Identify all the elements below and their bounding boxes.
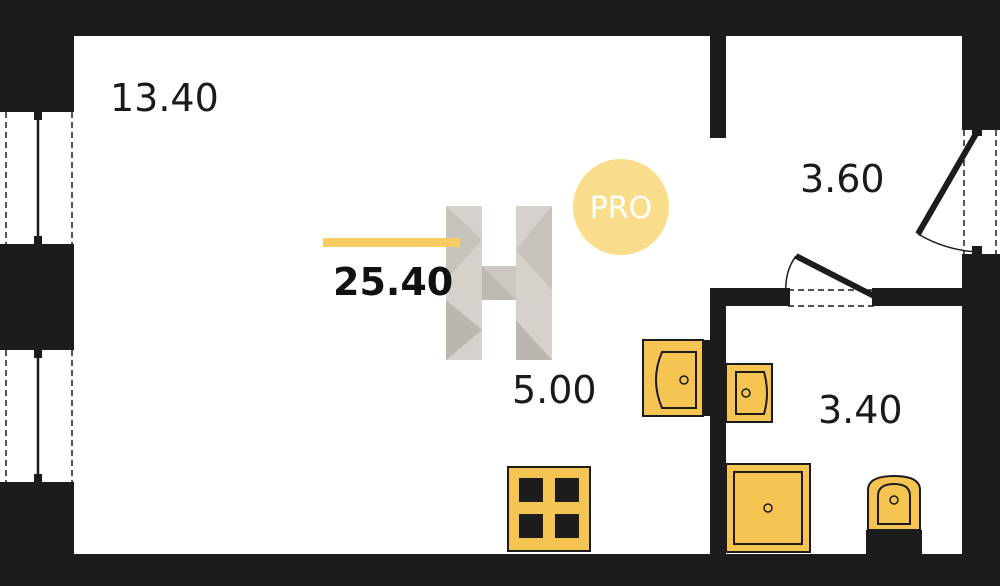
bathroom-area: 3.40 — [818, 388, 903, 432]
outer-wall-left — [0, 0, 74, 586]
toilet-icon — [866, 474, 922, 554]
bathroom-door — [780, 253, 882, 307]
total-area-accent-line — [323, 238, 460, 247]
kitchen-area: 5.00 — [512, 368, 597, 412]
bathroom-wall-top-right — [876, 288, 962, 306]
outer-wall-top — [0, 0, 1000, 36]
living-room-area: 13.40 — [110, 76, 219, 120]
outer-wall-right — [962, 0, 1000, 586]
bathroom-sink-icon — [725, 363, 773, 423]
outer-wall-bottom — [0, 554, 1000, 586]
pro-badge-text: PRO — [590, 191, 653, 226]
sink-icon — [642, 339, 710, 417]
total-area: 25.40 — [333, 260, 453, 304]
H-logo-icon — [446, 206, 552, 360]
bathroom-wall-top-left — [710, 288, 788, 306]
entrance-door — [915, 122, 1000, 262]
interior-wall-stub — [710, 36, 726, 138]
bathroom-wall-left — [710, 288, 726, 554]
window-left-upper — [0, 104, 74, 252]
pro-badge-icon: PRO — [573, 159, 669, 255]
stove-icon — [507, 466, 591, 552]
shower-tray-icon — [725, 463, 811, 553]
hall-area: 3.60 — [800, 157, 885, 201]
window-left-lower — [0, 342, 74, 490]
